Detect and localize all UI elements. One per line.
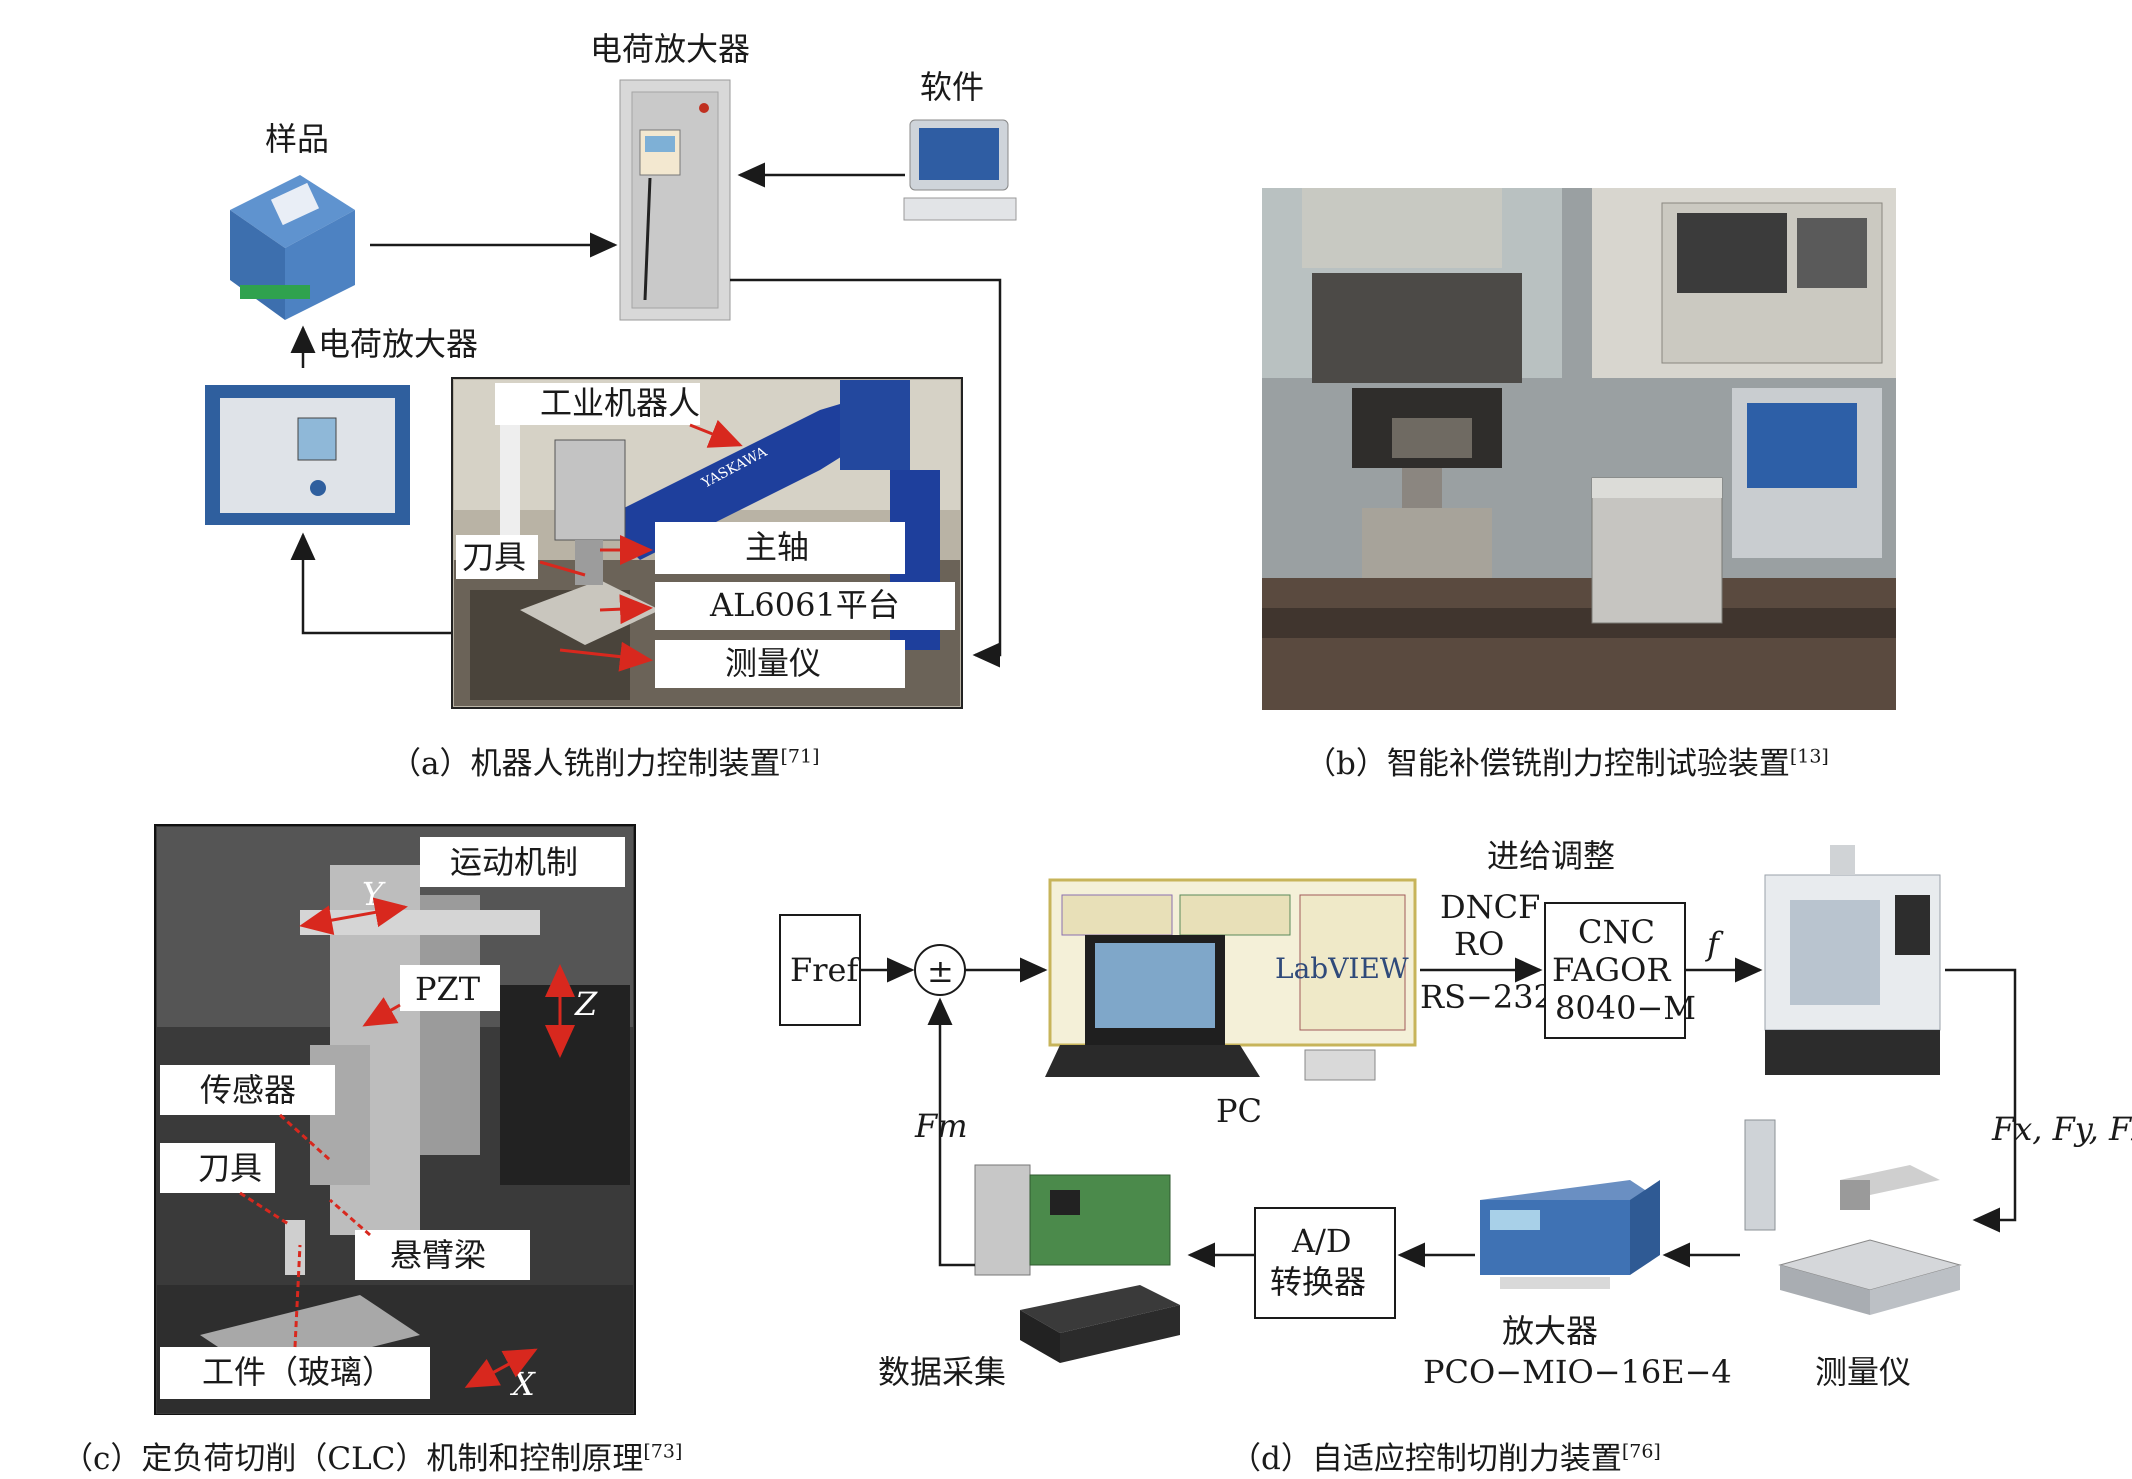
platform-label-box xyxy=(655,582,955,630)
panel-a-robot-milling-setup: 样品 电荷放大器 软件 电荷放大器 xyxy=(0,0,1060,790)
rs232-label: RS−232 xyxy=(1420,978,1554,1016)
gauge-label-box xyxy=(655,640,905,688)
software-computer-icon xyxy=(903,119,1017,221)
cnc-fagor-box xyxy=(1544,902,1686,1039)
fref-label: Fref xyxy=(790,951,860,989)
tool-c-label-box xyxy=(160,1143,275,1193)
motion-label-box xyxy=(420,837,625,887)
intelligent-compensation-setup-photo xyxy=(1262,188,1896,710)
motion-mechanism-label: 运动机制 xyxy=(450,843,578,881)
pzt-label-box xyxy=(400,965,500,1011)
panel-c-clc-mechanism: 运动机制 Y PZT Z 传感器 刀具 悬臂梁 工件（玻璃） X xyxy=(0,815,700,1416)
cnc-line2: FAGOR xyxy=(1552,951,1671,989)
sample-label: 样品 xyxy=(265,120,329,158)
axis-y-label: Y xyxy=(362,875,386,913)
panel-a-diagram: 样品 电荷放大器 软件 电荷放大器 xyxy=(205,30,1017,709)
tool-label: 刀具 xyxy=(462,538,526,576)
charge-amplifier-unit-icon xyxy=(205,385,410,525)
cnc-machine-icon xyxy=(1764,845,1941,1075)
adc-line2: 转换器 xyxy=(1270,1263,1366,1301)
gauge-callout-arrow xyxy=(559,641,653,672)
charge-amplifier-cabinet-icon xyxy=(619,79,731,321)
pc-label: PC xyxy=(1216,1092,1262,1130)
spindle-label: 主轴 xyxy=(745,528,809,566)
amplifier-label: 放大器 xyxy=(1502,1312,1598,1350)
tool-label-box xyxy=(456,535,538,579)
caption-b: （b）智能补偿铣削力控制试验装置[13] xyxy=(1305,745,1829,782)
caption-d: （d）自适应控制切削力装置[76] xyxy=(1230,1440,1661,1477)
sensor-label: 传感器 xyxy=(200,1071,296,1109)
feed-f-label: f xyxy=(1705,925,1724,963)
workpiece-label: 工件（玻璃） xyxy=(202,1353,394,1391)
platform-callout-arrow xyxy=(599,594,653,625)
sample-module-icon xyxy=(230,175,355,320)
data-acquisition-icon xyxy=(974,1164,1180,1363)
measuring-gauge-icon xyxy=(1744,1119,1962,1315)
arrow-machine-to-gauge xyxy=(1945,968,2017,1233)
sum-symbol: ± xyxy=(927,952,954,990)
cnc-line3: 8040−M xyxy=(1555,989,1696,1027)
force-components-label: Fx, Fy, Fz xyxy=(1991,1110,2132,1148)
panel-d-diagram: Fref ± LabVIEW PC 进给调整 DNCF RO RS−232 CN… xyxy=(779,837,2132,1391)
platform-label: AL6061平台 xyxy=(709,586,900,624)
feed-adjust-label: 进给调整 xyxy=(1487,837,1615,875)
arrow-gauge-to-amplifier xyxy=(290,532,452,635)
feedback-fm-label: Fm xyxy=(914,1107,968,1145)
workpiece-callout-line xyxy=(293,1244,302,1348)
arrow-cabinet-to-gauge xyxy=(730,278,1002,668)
panel-b-photo xyxy=(1262,188,1896,710)
cantilever-label: 悬臂梁 xyxy=(390,1236,486,1274)
sensor-label-box xyxy=(160,1065,335,1115)
arrow-feedback-fm xyxy=(927,997,975,1267)
caption-c: （c）定负荷切削（CLC）机制和控制原理[73] xyxy=(62,1440,683,1477)
axis-x-label: X xyxy=(509,1365,536,1403)
tool-callout-line xyxy=(539,560,586,577)
ro-label: RO xyxy=(1454,925,1504,963)
gauge-d-label: 测量仪 xyxy=(1815,1353,1911,1391)
axis-y-arrow xyxy=(299,897,408,935)
daq-label: 数据采集 xyxy=(878,1353,1006,1391)
robot-label-box xyxy=(495,383,700,425)
cantilever-callout-line xyxy=(329,1198,371,1237)
robot-callout-arrow xyxy=(689,419,743,448)
sensor-callout-line xyxy=(278,1113,332,1162)
panel-c-diagram: 运动机制 Y PZT Z 传感器 刀具 悬臂梁 工件（玻璃） X xyxy=(154,824,636,1416)
workpiece-label-box xyxy=(160,1347,430,1399)
panel-d-adaptive-control: Fref ± LabVIEW PC 进给调整 DNCF RO RS−232 CN… xyxy=(760,815,2132,1415)
adc-line1: A/D xyxy=(1291,1222,1352,1260)
adc-box xyxy=(1254,1207,1396,1319)
pzt-label: PZT xyxy=(415,970,481,1008)
labview-label: LabVIEW xyxy=(1275,952,1409,985)
axis-z-label: Z xyxy=(574,985,598,1023)
pzt-callout-arrow xyxy=(362,997,401,1027)
amplifier-model-label: PCO−MIO−16E−4 xyxy=(1423,1353,1732,1391)
labview-pc-icon xyxy=(1045,878,1417,1081)
tool-c-label: 刀具 xyxy=(198,1149,262,1187)
spindle-label-box xyxy=(655,522,905,574)
gauge-label: 测量仪 xyxy=(725,644,821,682)
charge-amplifier-left-label: 电荷放大器 xyxy=(318,325,478,363)
dncf-label: DNCF xyxy=(1440,888,1540,926)
cantilever-label-box xyxy=(355,1230,530,1280)
software-label: 软件 xyxy=(920,68,984,106)
industrial-robot-label: 工业机器人 xyxy=(540,384,700,422)
amplifier-device-icon xyxy=(1480,1180,1660,1289)
cnc-line1: CNC xyxy=(1578,913,1655,951)
caption-a: （a）机器人铣削力控制装置[71] xyxy=(390,745,820,782)
charge-amplifier-top-label: 电荷放大器 xyxy=(590,30,750,68)
fref-box xyxy=(779,914,861,1026)
axis-x-arrow xyxy=(464,1348,538,1388)
